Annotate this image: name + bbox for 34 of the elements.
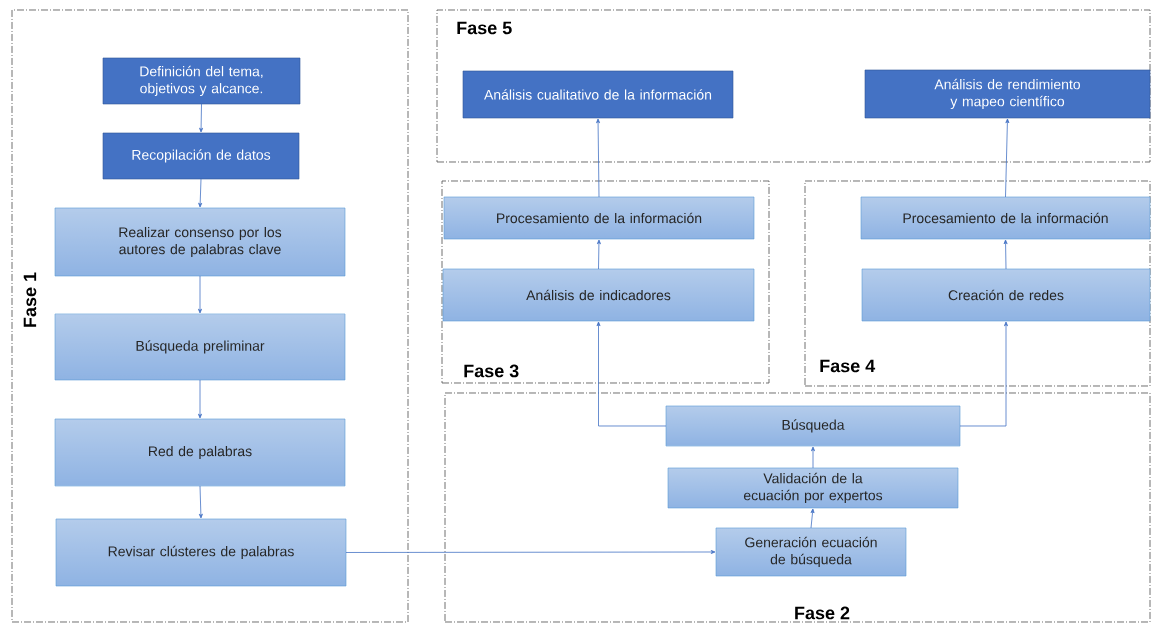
- process-box: Red de palabras: [54, 418, 346, 487]
- arrow: [810, 508, 815, 529]
- arrow: [811, 446, 815, 469]
- phase-label: Fase 3: [464, 364, 519, 378]
- phase-label: Fase 2: [795, 606, 850, 620]
- process-box: Generación ecuación de búsqueda: [715, 527, 907, 577]
- arrow: [345, 550, 716, 554]
- phase-label: Fase 4: [820, 359, 876, 373]
- process-box: Definición del tema, objetivos y alcance.: [102, 57, 301, 105]
- process-box: Realizar consenso por los autores de palabras clave: [54, 207, 346, 277]
- arrow: [1003, 239, 1008, 270]
- process-box: Validación de la ecuación por expertos: [667, 467, 959, 509]
- arrow: [198, 485, 203, 519]
- process-box: Búsqueda: [665, 405, 961, 447]
- arrow: [1005, 118, 1010, 198]
- process-box: Análisis cualitativo de la información: [462, 70, 734, 119]
- arrow: [596, 321, 667, 427]
- arrow: [198, 379, 202, 419]
- phase-label: Fase 5: [457, 21, 512, 35]
- process-box: Análisis de indicadores: [442, 268, 755, 322]
- process-box: Procesamiento de la información: [443, 196, 755, 240]
- arrow: [596, 118, 601, 198]
- process-box: Revisar clústeres de palabras: [55, 518, 347, 587]
- arrow: [198, 275, 202, 314]
- arrow: [596, 239, 601, 270]
- phase-label: Fase 1: [23, 272, 37, 327]
- arrow: [959, 321, 1008, 427]
- process-box: Análisis de rendimiento y mapeo científico: [864, 69, 1151, 119]
- arrow: [198, 178, 203, 208]
- process-box: Búsqueda preliminar: [54, 313, 346, 381]
- arrow: [199, 103, 204, 133]
- process-box: Recopilación de datos: [102, 132, 300, 180]
- process-box: Procesamiento de la información: [860, 196, 1151, 240]
- process-box: Creación de redes: [861, 268, 1151, 322]
